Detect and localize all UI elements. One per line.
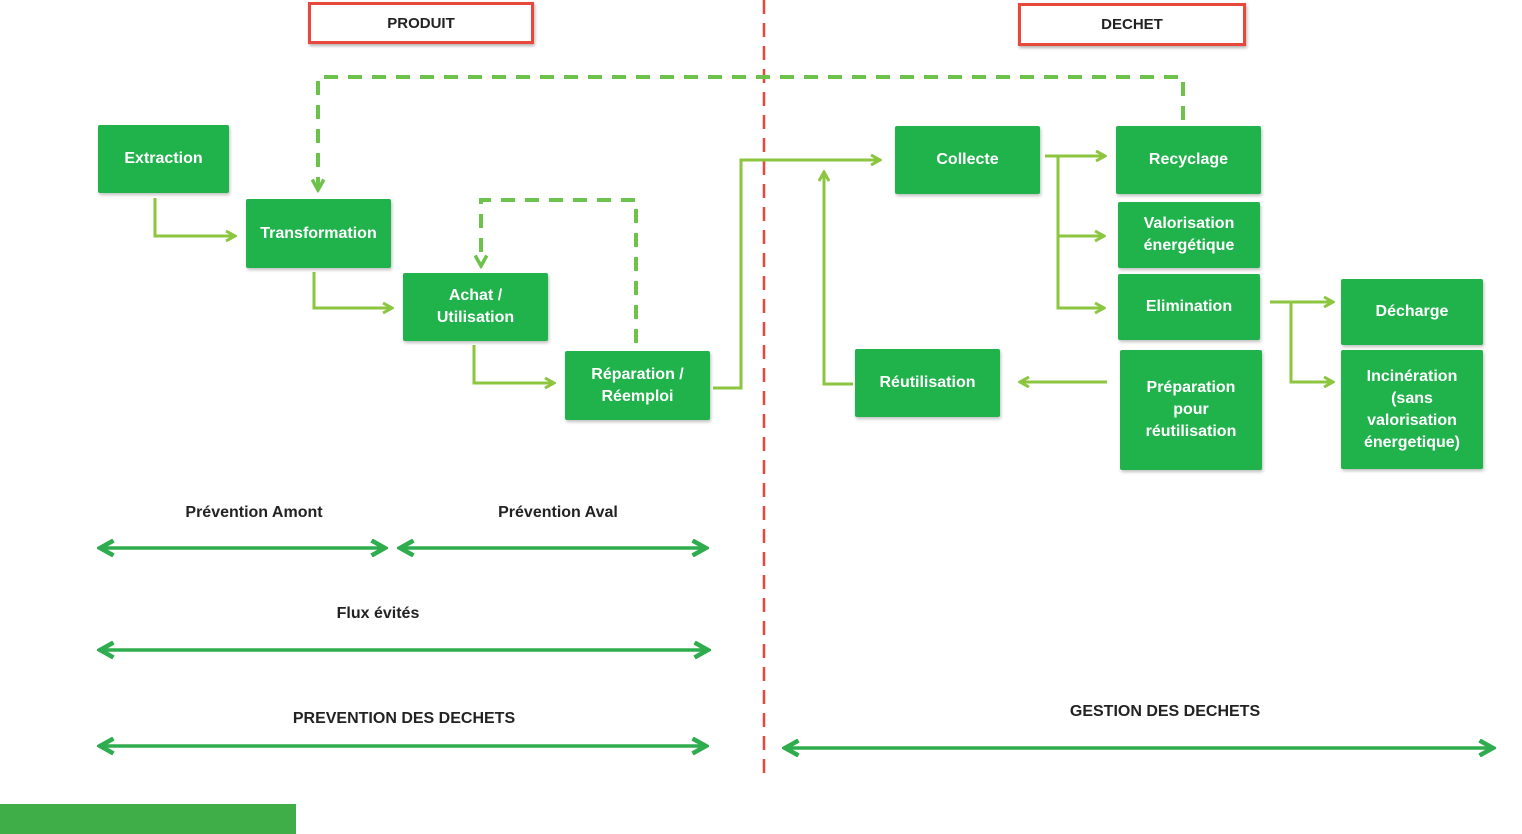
node-collecte-label: Collecte — [936, 151, 999, 168]
node-extraction-label: Extraction — [124, 150, 203, 167]
node-preparation-reutilisation: Préparation pour réutilisation — [1120, 350, 1262, 470]
node-preparation-label-line3: réutilisation — [1145, 423, 1237, 440]
dashed-arrow-reparation-to-achat — [481, 198, 638, 343]
node-incineration-label-line3: valorisation — [1367, 411, 1457, 429]
node-reutilisation: Réutilisation — [855, 349, 1000, 417]
label-gestion-dechets: GESTION DES DECHETS — [1069, 703, 1261, 720]
node-recyclage-label: Recyclage — [1148, 151, 1229, 168]
node-achat-label-line1: Achat / — [448, 287, 503, 304]
node-transformation: Transformation — [246, 199, 391, 268]
node-transformation-label: Transformation — [260, 224, 377, 242]
label-prevention-dechets: PREVENTION DES DECHETS — [292, 710, 516, 727]
header-dechet: DECHET — [1018, 3, 1246, 46]
arrow-extraction-to-transformation — [153, 198, 235, 236]
node-extraction: Extraction — [98, 125, 229, 193]
label-prevention-aval: Prévention Aval — [498, 504, 618, 521]
node-recyclage: Recyclage — [1116, 126, 1261, 194]
footer-green-bar — [0, 804, 296, 834]
arrow-reutilisation-to-collecte — [824, 172, 853, 386]
node-incineration: Incinération (sans valorisation énergeti… — [1341, 350, 1483, 469]
node-decharge: Décharge — [1341, 279, 1483, 345]
node-incineration-label-line4: énergetique) — [1363, 433, 1460, 451]
arrow-transformation-to-achat — [312, 272, 392, 308]
node-incineration-label-line2: (sans — [1391, 389, 1433, 407]
node-decharge-label: Décharge — [1375, 303, 1449, 320]
node-achat-label-line2: Utilisation — [436, 309, 515, 326]
node-valorisation-energetique: Valorisation énergétique — [1118, 202, 1260, 268]
arrow-collecte-to-valorisation — [1056, 156, 1104, 236]
node-preparation-label-line1: Préparation — [1146, 379, 1236, 396]
node-valorisation-label-line2: énergétique — [1143, 237, 1235, 254]
node-elimination: Elimination — [1118, 274, 1260, 340]
label-prevention-amont: Prévention Amont — [185, 504, 323, 521]
node-achat-utilisation: Achat / Utilisation — [403, 273, 548, 341]
node-preparation-label-line2: pour — [1173, 401, 1209, 418]
dashed-arrow-recyclage-to-transformation — [318, 75, 1185, 190]
node-reparation-reemploi: Réparation / Réemploi — [565, 351, 710, 420]
arrow-achat-to-reparation — [472, 345, 554, 383]
arrow-reparation-to-collecte — [713, 160, 880, 390]
node-reparation-label-line2: Réemploi — [601, 387, 674, 405]
node-reutilisation-label: Réutilisation — [879, 374, 976, 391]
arrow-collecte-to-elimination — [1056, 236, 1104, 308]
header-produit: PRODUIT — [308, 2, 534, 44]
arrow-elimination-to-incineration — [1289, 302, 1333, 382]
node-incineration-label-line1: Incinération — [1366, 367, 1458, 385]
node-elimination-label: Elimination — [1145, 298, 1233, 315]
node-reparation-label-line1: Réparation / — [591, 365, 684, 383]
node-collecte: Collecte — [895, 126, 1040, 194]
label-flux-evites: Flux évités — [336, 605, 420, 622]
node-valorisation-label-line1: Valorisation — [1143, 215, 1235, 232]
